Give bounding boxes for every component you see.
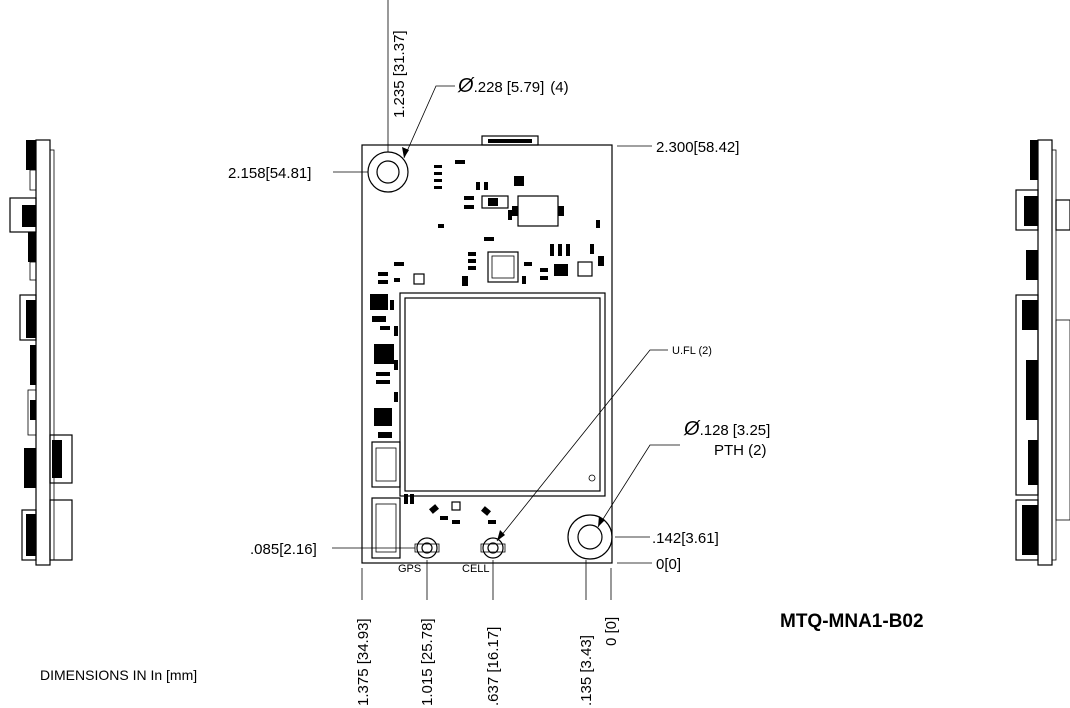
units-note: DIMENSIONS IN In [mm] — [40, 667, 197, 683]
dim-origin-y: 0[0] — [656, 556, 681, 573]
dimension-text: 1.235 [31.37] Ø.228[5.79](4) 2.158[54.81… — [40, 30, 924, 706]
pth-note: PTH (2) — [714, 442, 767, 459]
dim-x-origin: 0 [0] — [603, 617, 620, 646]
battery-holder — [371, 497, 401, 559]
ufl-callout: U.FL (2) — [672, 345, 712, 357]
pth-callout: Ø.128[3.25] — [683, 418, 770, 440]
left-side-view — [9, 139, 73, 566]
right-side-view — [1015, 139, 1070, 566]
mount-hole-callout: Ø.228[5.79](4) — [457, 75, 569, 97]
top-connector — [481, 135, 539, 146]
board-top-view — [361, 135, 613, 564]
dimension-lines — [332, 0, 680, 600]
dim-x-left: 1.375 [34.93] — [355, 618, 372, 706]
pth-hole-inner — [577, 524, 603, 550]
pth-hole-outer — [567, 514, 613, 560]
dim-top-vertical: 1.235 [31.37] — [391, 30, 408, 118]
crystal — [371, 441, 401, 488]
ufl-gps-connector — [416, 537, 438, 559]
drawing-title: MTQ-MNA1-B02 — [780, 611, 924, 632]
dim-x-gps: 1.015 [25.78] — [419, 618, 436, 706]
dim-x-pth: .135 [3.43] — [578, 635, 595, 706]
dim-x-cell: .637 [16.17] — [485, 627, 502, 706]
ufl-cell-connector — [482, 537, 504, 559]
module-outline — [399, 292, 606, 497]
dim-pth-y: .142[3.61] — [652, 530, 719, 547]
mount-hole-inner — [376, 160, 400, 184]
cell-label: CELL — [462, 563, 490, 575]
dim-hole-y: 2.158[54.81] — [228, 165, 311, 182]
module-shield — [404, 297, 601, 492]
gps-chip — [487, 251, 519, 283]
dim-board-height: 2.300[58.42] — [656, 139, 739, 156]
dim-ufl-y: .085[2.16] — [250, 541, 317, 558]
mount-hole-outer — [367, 151, 409, 193]
gps-label: GPS — [398, 563, 421, 575]
